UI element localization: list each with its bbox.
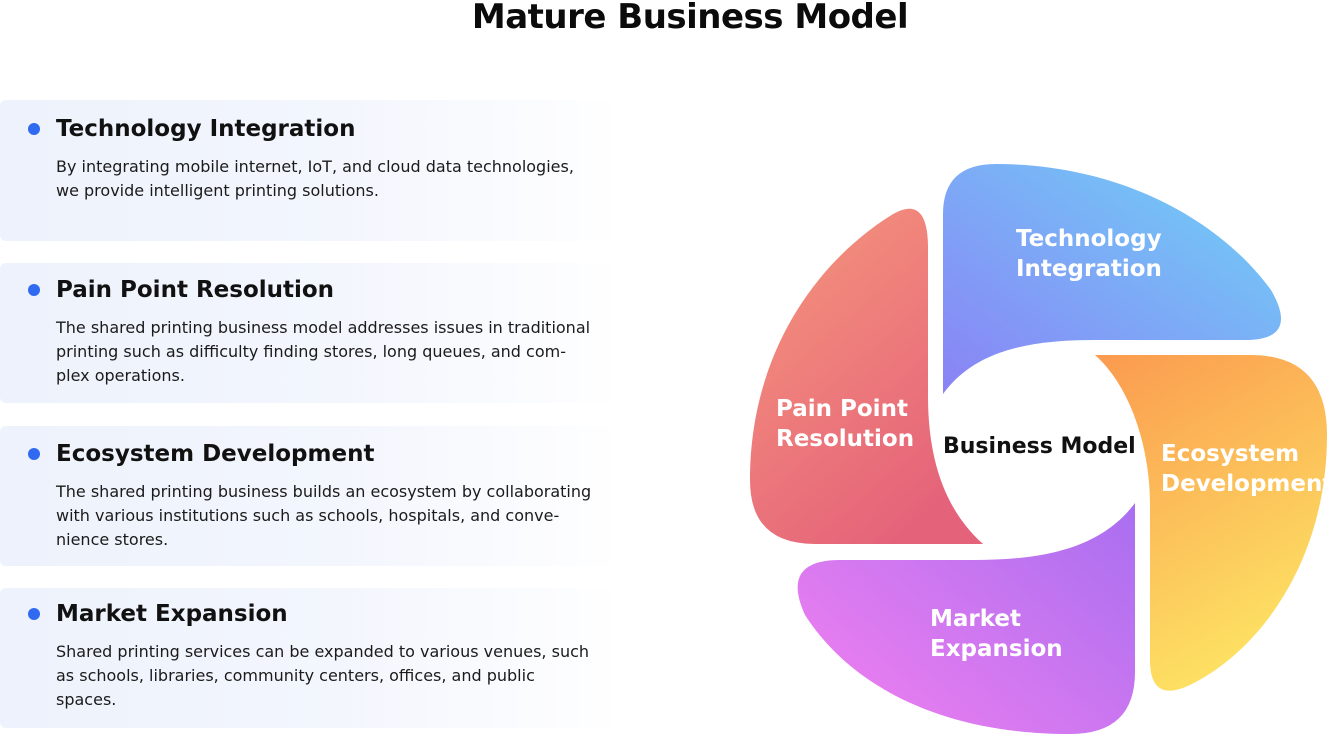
card-heading: Market Expansion [56, 601, 288, 627]
petal-pain-point-shape [750, 208, 983, 545]
petal-market-label: Market Expansion [930, 606, 1063, 662]
petal-ecosystem-label: Ecosystem Development [1161, 441, 1327, 497]
petal-pain-point-label: Pain Point Resolution [776, 396, 915, 452]
petal-technology-label: Technology Integration [1016, 226, 1162, 282]
card-text: The shared printing business builds an e… [56, 482, 592, 549]
card-heading: Pain Point Resolution [56, 277, 335, 303]
bullet-dot-icon [28, 608, 40, 620]
bullet-dot-icon [28, 123, 40, 135]
bullet-dot-icon [28, 448, 40, 460]
petal-ecosystem-shape [1095, 355, 1327, 691]
petal-technology-shape [943, 164, 1282, 394]
card-heading: Ecosystem Development [56, 441, 375, 467]
card-text: By integrating mobile internet, IoT, and… [56, 157, 574, 200]
feature-card-technology: Technology Integration By integrating mo… [0, 100, 620, 241]
feature-card-pain-point: Pain Point Resolution The shared printin… [0, 263, 620, 403]
petal-shapes [750, 164, 1327, 734]
feature-card-market: Market Expansion Shared printing service… [0, 588, 620, 728]
petal-market-shape [797, 503, 1135, 734]
business-model-diagram: Technology Integration Pain Point Resolu… [740, 160, 1327, 734]
bullet-dot-icon [28, 284, 40, 296]
feature-card-ecosystem: Ecosystem Development The shared printin… [0, 426, 620, 566]
page-title: Mature Business Model [471, 0, 909, 37]
card-heading: Technology Integration [56, 116, 356, 142]
card-text: The shared printing business model addre… [56, 318, 591, 385]
card-text: Shared printing services can be expanded… [56, 642, 590, 709]
diagram-center-label: Business Model [943, 434, 1136, 459]
